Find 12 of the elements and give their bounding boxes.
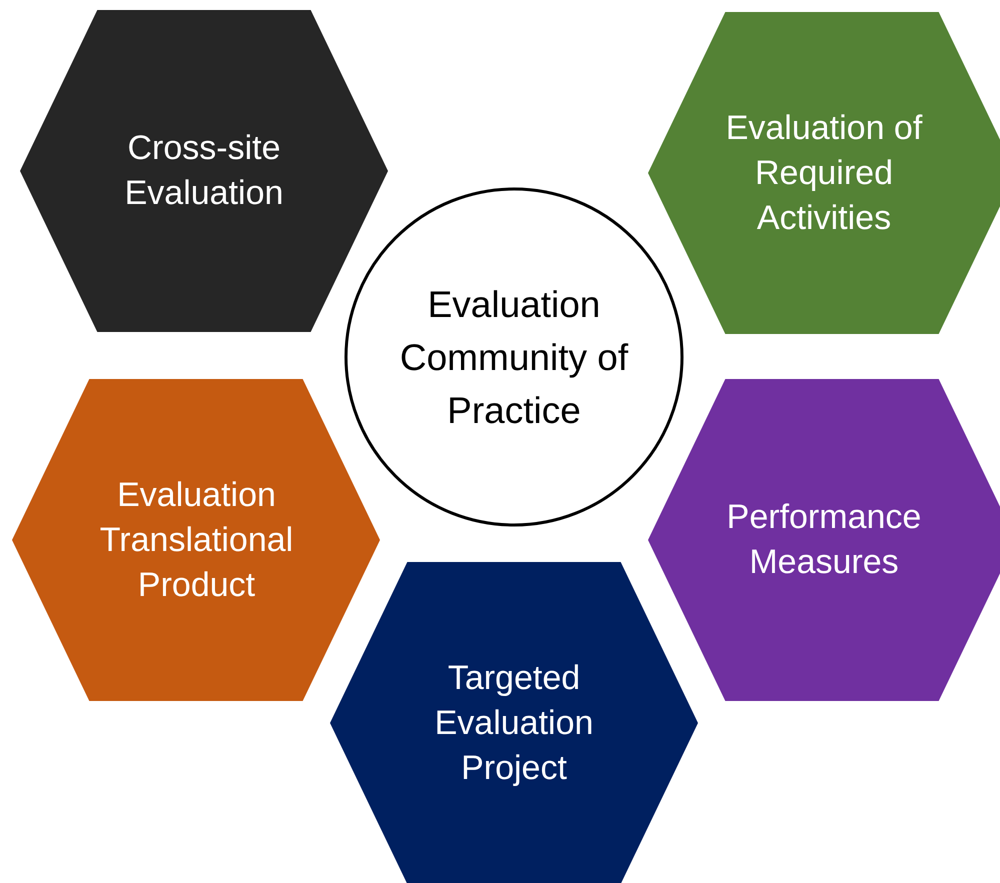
node-label: Targeted Evaluation Project [434,658,594,788]
hexagon-node [12,379,381,701]
circle-node [344,187,684,527]
hexagon-node [20,10,388,332]
hexagon-node [330,562,698,883]
node-label: Evaluation Translational Product [98,474,294,606]
hexagon-node [648,12,1000,334]
node-label: Evaluation of Required Activities [724,108,924,238]
node-label: Evaluation Community of Practice [398,282,630,432]
node-label: Performance Measures [726,497,922,583]
hexagon-node [648,379,1000,701]
node-label: Cross-site Evaluation [124,128,284,214]
